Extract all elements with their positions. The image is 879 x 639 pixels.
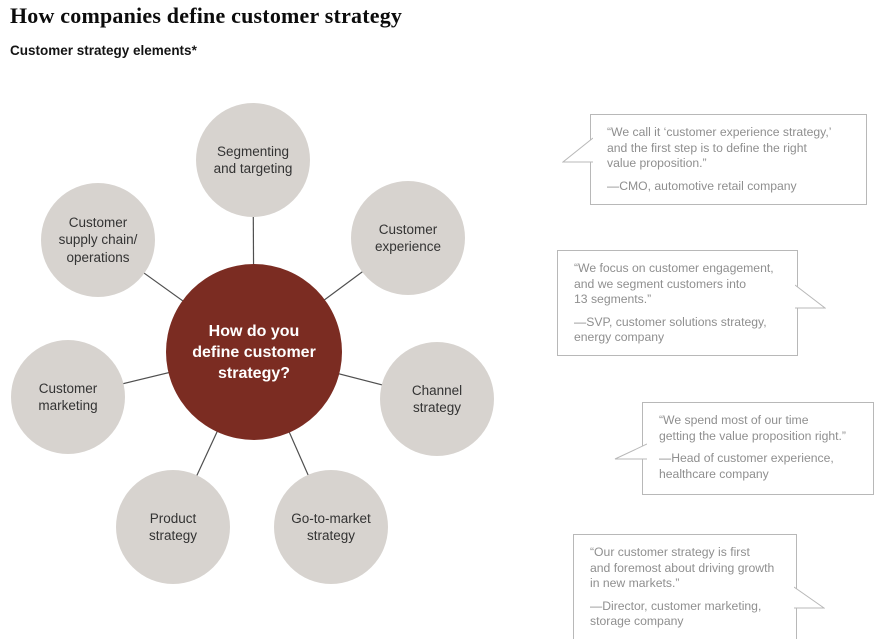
node-label: Segmenting and targeting bbox=[213, 143, 293, 177]
node-segmenting-and-targeting: Segmenting and targeting bbox=[196, 103, 310, 217]
node-customer-supply-chain-operations: Customer supply chain/ operations bbox=[41, 183, 155, 297]
node-customer-experience: Customer experience bbox=[351, 181, 465, 295]
quote-text: “Our customer strategy is first and fore… bbox=[590, 545, 775, 590]
quote-text: “We focus on customer engagement, and we… bbox=[574, 261, 774, 306]
speech-tail-left-icon bbox=[614, 443, 647, 460]
quote-box-svp-energy: “We focus on customer engagement, and we… bbox=[557, 250, 826, 356]
node-product-strategy: Product strategy bbox=[116, 470, 230, 584]
center-question-label: How do you define customer strategy? bbox=[192, 322, 316, 382]
quote-box-director-storage: “Our customer strategy is first and fore… bbox=[573, 534, 825, 639]
node-label: Go-to-market strategy bbox=[291, 510, 371, 544]
speech-tail-left-icon bbox=[562, 137, 593, 163]
node-channel-strategy: Channel strategy bbox=[380, 342, 494, 456]
node-go-to-market-strategy: Go-to-market strategy bbox=[274, 470, 388, 584]
node-customer-marketing: Customer marketing bbox=[11, 340, 125, 454]
quote-attribution: —Director, customer marketing, storage c… bbox=[590, 598, 762, 629]
quote-box-cmo-automotive: “We call it ‘customer experience strateg… bbox=[562, 114, 867, 205]
speech-tail-right-icon bbox=[794, 586, 825, 609]
quote-box-head-healthcare: “We spend most of our time getting the v… bbox=[614, 402, 874, 495]
figure-subtitle: Customer strategy elements* bbox=[10, 43, 197, 58]
quote-text: “We spend most of our time getting the v… bbox=[659, 413, 846, 443]
center-question-circle: How do you define customer strategy? bbox=[166, 264, 342, 440]
quote-attribution: —Head of customer experience, healthcare… bbox=[659, 451, 834, 481]
node-label: Product strategy bbox=[148, 510, 198, 544]
node-label: Customer experience bbox=[374, 221, 442, 255]
node-label: Customer supply chain/ operations bbox=[58, 214, 138, 265]
node-label: Customer marketing bbox=[38, 380, 98, 414]
quote-attribution: —CMO, automotive retail company bbox=[607, 178, 797, 193]
page-title: How companies define customer strategy bbox=[10, 3, 403, 28]
quote-attribution: —SVP, customer solutions strategy, energ… bbox=[574, 314, 767, 345]
node-label: Channel strategy bbox=[411, 382, 463, 416]
speech-tail-right-icon bbox=[795, 284, 826, 309]
quote-text: “We call it ‘customer experience strateg… bbox=[607, 125, 832, 170]
